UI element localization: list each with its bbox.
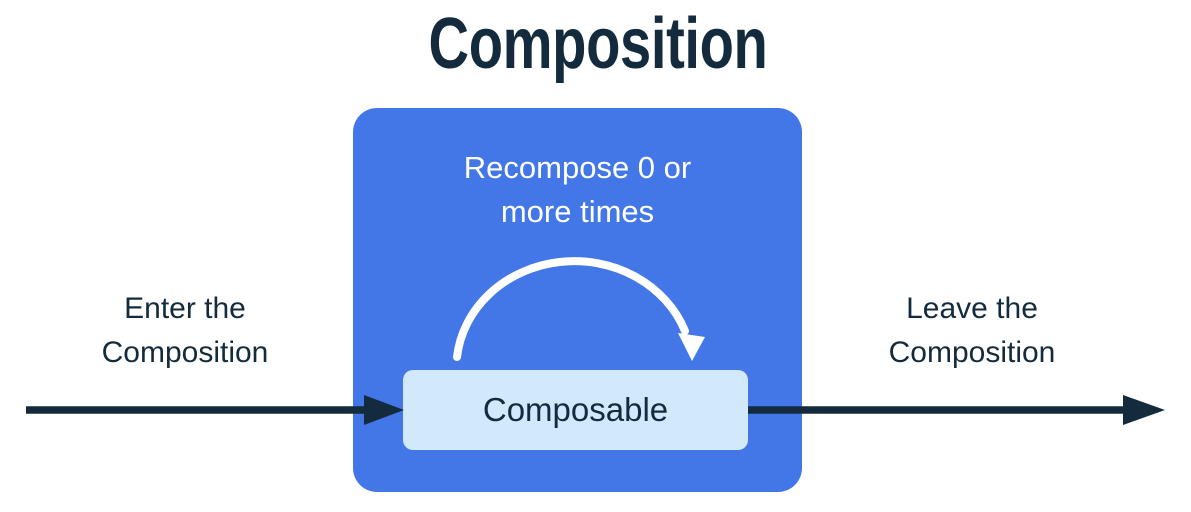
recompose-label-line2: more times (500, 194, 655, 229)
leave-arrow (748, 395, 1165, 425)
enter-composition-label: Enter the Composition (25, 287, 345, 375)
composable-box: Composable (403, 370, 748, 450)
leave-label-line2: Composition (888, 336, 1056, 369)
composable-label: Composable (482, 390, 669, 428)
leave-composition-label: Leave the Composition (812, 287, 1132, 375)
enter-label-line2: Composition (101, 336, 269, 369)
diagram-title: Composition (428, 4, 768, 84)
leave-label-line1: Leave the (906, 292, 1038, 325)
recompose-label: Recompose 0 or more times (353, 146, 802, 234)
leave-arrowhead-icon (1123, 395, 1165, 425)
enter-label-line1: Enter the (124, 292, 246, 325)
enter-arrow (26, 395, 404, 425)
recompose-label-line1: Recompose 0 or (463, 150, 692, 185)
